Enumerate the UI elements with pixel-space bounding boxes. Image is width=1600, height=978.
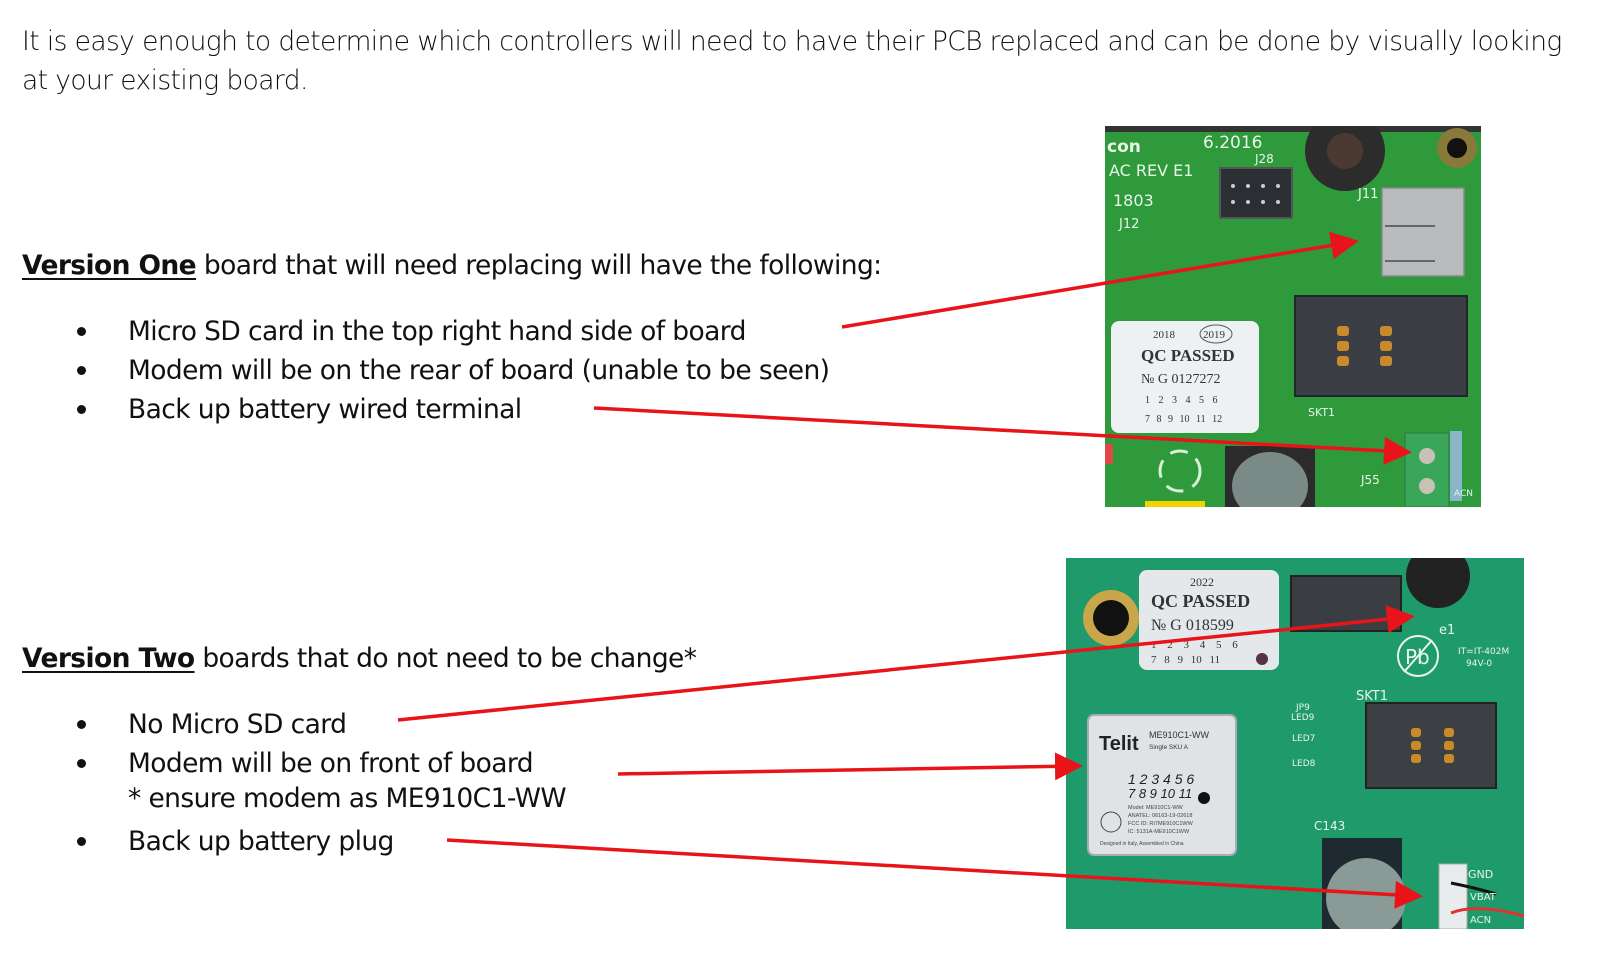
silk-led9: LED9: [1291, 713, 1315, 723]
list-item: Micro SD card in the top right hand side…: [0, 312, 829, 351]
modem-sku: Single SKU A: [1149, 744, 1189, 751]
version-two-list: No Micro SD card Modem will be on front …: [0, 705, 534, 783]
silk-94v: 94V-0: [1466, 659, 1492, 669]
list-item: No Micro SD card: [0, 705, 533, 744]
silk-j55: J55: [1360, 473, 1380, 487]
modem-line2: ANATEL: 06163-19-02618: [1128, 813, 1192, 819]
silk-vbat: VBAT: [1470, 892, 1497, 903]
version-two-board-photo: 2022 QC PASSED № G 018599 1 2 3 4 5 6 7 …: [1066, 558, 1524, 929]
bullet-icon: [77, 759, 86, 768]
silk-gnd: GND: [1468, 868, 1493, 881]
bullet-icon: [77, 405, 86, 414]
sticker-year: 2022: [1190, 575, 1214, 589]
sticker-serial: № G 018599: [1151, 617, 1234, 634]
silk-j11: J11: [1357, 187, 1378, 202]
bullet-icon: [77, 327, 86, 336]
silk-j28: J28: [1254, 152, 1274, 166]
silk-it: IT=IT-402M: [1458, 647, 1509, 657]
version-one-subtitle: board that will need replacing will have…: [196, 250, 882, 281]
silk-rev: AC REV E1: [1109, 161, 1193, 180]
version-one-heading: Version One board that will need replaci…: [22, 250, 882, 281]
modem-month-grid-2: 7 8 9 10 11: [1128, 786, 1192, 801]
arrow-modem-front: [617, 752, 1083, 781]
silk-led8: LED8: [1292, 759, 1316, 769]
sticker-qc-title: QC PASSED: [1151, 591, 1250, 611]
list-item: Back up battery plug: [0, 822, 394, 861]
list-item: Modem will be on front of board: [0, 744, 534, 783]
list-item: Back up battery wired terminal: [0, 390, 829, 429]
modem-footer: Designed in Italy, Assembled in China: [1100, 841, 1184, 847]
silk-acn: ACN: [1470, 915, 1491, 926]
silk-j12: J12: [1118, 217, 1139, 232]
version-two-heading: Version Two boards that do not need to b…: [22, 643, 697, 674]
sticker-year-2019: 2019: [1203, 329, 1226, 341]
modem-line4: IC: 5131A-ME910C1WW: [1128, 829, 1190, 835]
silk-c143: C143: [1314, 819, 1345, 833]
sticker-serial: № G 0127272: [1141, 372, 1220, 387]
modem-note: * ensure modem as ME910C1-WW: [128, 783, 567, 814]
sticker-qc-title: QC PASSED: [1141, 346, 1235, 365]
silk-skt1: SKT1: [1356, 689, 1388, 704]
sticker-months-row2: 7 8 9 10 11 12: [1145, 414, 1222, 425]
silk-skt1: SKT1: [1308, 406, 1335, 419]
intro-paragraph: It is easy enough to determine which con…: [22, 26, 1562, 96]
version-one-board-photo: 2018 2019 QC PASSED № G 0127272 1 2 3 4 …: [1105, 126, 1481, 507]
bullet-icon: [77, 366, 86, 375]
modem-line1: Model: ME910C1-WW: [1128, 805, 1184, 811]
silk-acn: ACN: [1454, 489, 1473, 499]
sticker-year-2018: 2018: [1153, 329, 1176, 341]
bullet-icon: [77, 837, 86, 846]
version-one-title: Version One: [22, 250, 197, 281]
list-item: Modem will be on the rear of board (unab…: [0, 351, 830, 390]
silk-jp9: JP9: [1295, 703, 1310, 713]
sticker-months-row1: 1 2 3 4 5 6: [1151, 639, 1238, 651]
modem-month-grid: 1 2 3 4 5 6: [1128, 771, 1194, 787]
version-two-subtitle: boards that do not need to be change*: [194, 643, 697, 674]
modem-model: ME910C1-WW: [1149, 730, 1210, 740]
version-one-list: Micro SD card in the top right hand side…: [0, 312, 830, 429]
bullet-icon: [77, 720, 86, 729]
version-two-list-cont: Back up battery plug: [0, 822, 394, 861]
silk-e1: e1: [1439, 623, 1455, 638]
version-two-title: Version Two: [22, 643, 195, 674]
silk-led7: LED7: [1292, 734, 1315, 744]
silk-date: 6.2016: [1203, 133, 1262, 153]
silk-1803: 1803: [1113, 191, 1154, 210]
silk-con: con: [1107, 137, 1141, 157]
sticker-months-row2: 7 8 9 10 11: [1151, 654, 1220, 666]
modem-brand: Telit: [1099, 733, 1139, 755]
sticker-months-row1: 1 2 3 4 5 6: [1145, 395, 1218, 406]
modem-line3: FCC ID: RI7ME910C1WW: [1128, 821, 1194, 827]
